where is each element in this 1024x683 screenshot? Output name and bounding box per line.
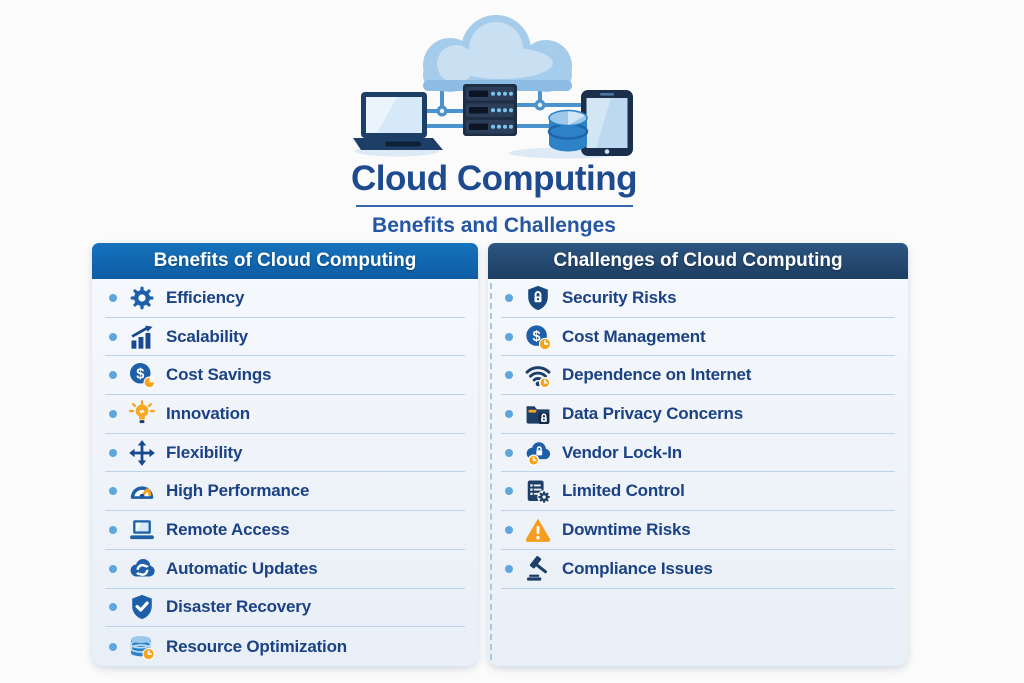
list-item: Efficiency (105, 279, 465, 318)
svg-text:$: $ (532, 328, 540, 344)
list-item-label: Innovation (166, 403, 250, 423)
svg-text:$: $ (136, 367, 144, 383)
gear-icon (127, 283, 156, 312)
bullet-icon (109, 332, 117, 341)
bullet-icon (505, 564, 513, 573)
lightbulb-icon (127, 399, 156, 428)
dollar-clock-icon: $ (523, 322, 552, 351)
bullet-icon (505, 371, 513, 380)
bullet-icon (505, 293, 513, 302)
list-item-label: Compliance Issues (562, 558, 713, 578)
cloud-icon (423, 15, 572, 92)
cloud-lock-icon (523, 438, 552, 467)
page-title: Cloud Computing (350, 159, 638, 198)
list-item: Dependence on Internet (501, 356, 895, 396)
bullet-icon (109, 642, 117, 651)
list-item-label: Disaster Recovery (166, 597, 311, 617)
challenges-list: Security Risks $ Cost Management Depende… (488, 279, 908, 666)
growth-chart-icon (127, 322, 156, 351)
list-item-label: Vendor Lock-In (562, 442, 682, 462)
list-item: Scalability (105, 318, 465, 357)
list-item: High Performance (105, 472, 465, 512)
list-item-label: Cost Management (562, 326, 706, 346)
bullet-icon (109, 525, 117, 534)
benefits-panel: Benefits of Cloud Computing Efficiency S… (92, 243, 478, 666)
list-item-label: Data Privacy Concerns (562, 403, 743, 423)
warning-triangle-icon (523, 515, 552, 544)
list-item-label: Security Risks (562, 287, 677, 307)
list-item: Limited Control (501, 472, 895, 512)
four-way-arrows-icon (127, 438, 156, 467)
title-block: Cloud Computing Benefits and Challenges (0, 159, 988, 238)
list-item-label: Cost Savings (166, 365, 272, 385)
challenges-panel: Challenges of Cloud Computing Security R… (488, 243, 908, 666)
speedometer-icon (127, 477, 156, 506)
shield-check-icon (127, 593, 156, 622)
benefits-list: Efficiency Scalability $ Cost Savings (92, 279, 478, 666)
bullet-icon (505, 448, 513, 457)
list-item-label: High Performance (166, 481, 310, 501)
title-underline (355, 204, 633, 207)
cloud-sync-icon (127, 554, 156, 583)
bullet-icon (505, 409, 513, 418)
list-item-label: Flexibility (166, 442, 243, 462)
list-item: Disaster Recovery (105, 589, 465, 628)
bullet-icon (505, 525, 513, 534)
list-item-label: Limited Control (562, 481, 685, 501)
bullet-icon (109, 371, 117, 380)
list-item: Downtime Risks (501, 511, 895, 550)
list-item: Resource Optimization (105, 627, 465, 666)
list-item: Vendor Lock-In (501, 434, 895, 473)
database-clock-icon (127, 632, 156, 661)
bullet-icon (109, 487, 117, 496)
list-item-label: Remote Access (166, 519, 290, 539)
link-nodes (436, 99, 546, 117)
benefits-header: Benefits of Cloud Computing (92, 243, 478, 279)
list-item-label: Downtime Risks (562, 519, 691, 539)
document-gear-icon (523, 477, 552, 506)
bullet-icon (109, 448, 117, 457)
list-item-label: Efficiency (166, 287, 245, 307)
list-item-label: Scalability (166, 326, 248, 346)
cloud-computing-illustration (353, 15, 633, 159)
list-item: $ Cost Savings (105, 356, 465, 396)
dollar-coin-icon: $ (127, 361, 156, 390)
list-item: Data Privacy Concerns (501, 395, 895, 434)
list-item: Remote Access (105, 511, 465, 550)
dashed-divider (490, 283, 492, 660)
list-item-label: Dependence on Internet (562, 365, 752, 385)
list-item: Innovation (105, 395, 465, 434)
laptop-icon (127, 515, 156, 544)
gavel-icon (523, 554, 552, 583)
laptop-illustration-icon (353, 92, 443, 150)
list-item: Compliance Issues (501, 550, 895, 589)
list-item: $ Cost Management (501, 318, 895, 357)
folder-lock-icon (523, 399, 552, 428)
shield-lock-icon (523, 283, 552, 312)
list-item: Automatic Updates (105, 550, 465, 589)
list-item: Security Risks (501, 279, 895, 318)
bullet-icon (505, 332, 513, 341)
empty-space (488, 589, 908, 667)
list-item: Flexibility (105, 434, 465, 473)
tablet-icon (581, 90, 633, 156)
list-item-label: Automatic Updates (166, 558, 318, 578)
database-illustration-icon (547, 109, 589, 152)
bullet-icon (109, 293, 117, 302)
list-item-label: Resource Optimization (166, 636, 347, 656)
bullet-icon (109, 603, 117, 612)
bullet-icon (505, 487, 513, 496)
challenges-header: Challenges of Cloud Computing (488, 243, 908, 279)
page-subtitle: Benefits and Challenges (372, 213, 616, 237)
wifi-icon (523, 361, 552, 390)
bullet-icon (109, 409, 117, 418)
bullet-icon (109, 564, 117, 573)
hero-illustration (353, 8, 665, 165)
server-rack-icon (463, 84, 517, 136)
